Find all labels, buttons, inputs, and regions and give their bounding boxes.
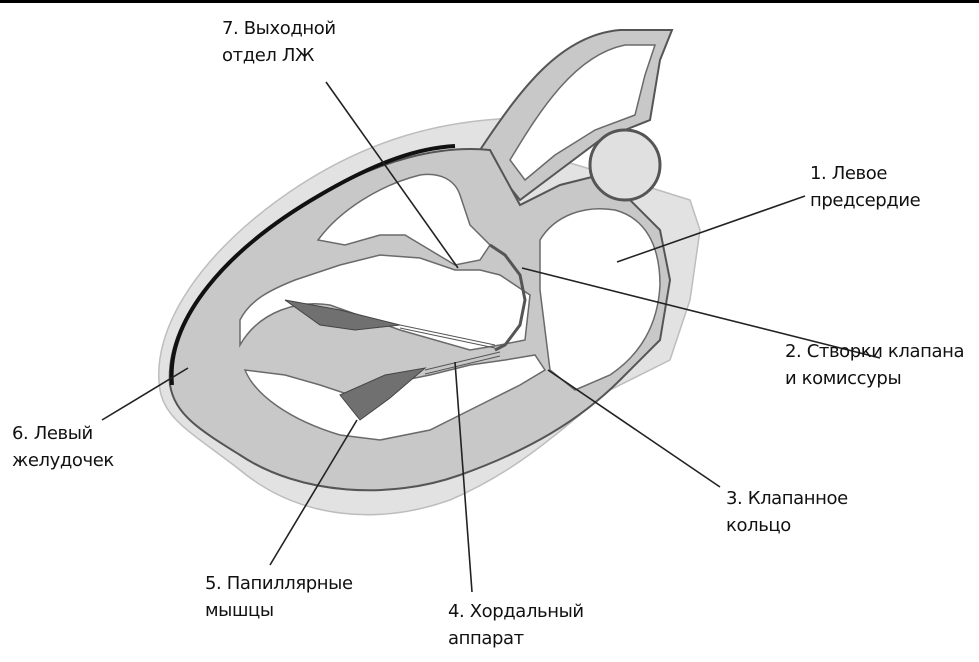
label-papillary-muscles: 5. Папиллярные мышцы xyxy=(205,570,353,624)
label-lv-outflow: 7. Выходной отдел ЛЖ xyxy=(222,15,336,69)
label-left-ventricle: 6. Левый желудочек xyxy=(12,420,114,474)
label-valve-leaflets: 2. Створки клапана и комиссуры xyxy=(785,338,964,392)
leader-valve-annulus xyxy=(548,370,720,487)
label-chordae: 4. Хордальный аппарат xyxy=(448,598,584,652)
pulmonary-vessel xyxy=(590,130,660,200)
label-valve-annulus: 3. Клапанное кольцо xyxy=(726,485,848,539)
label-left-atrium: 1. Левое предсердие xyxy=(810,160,920,214)
